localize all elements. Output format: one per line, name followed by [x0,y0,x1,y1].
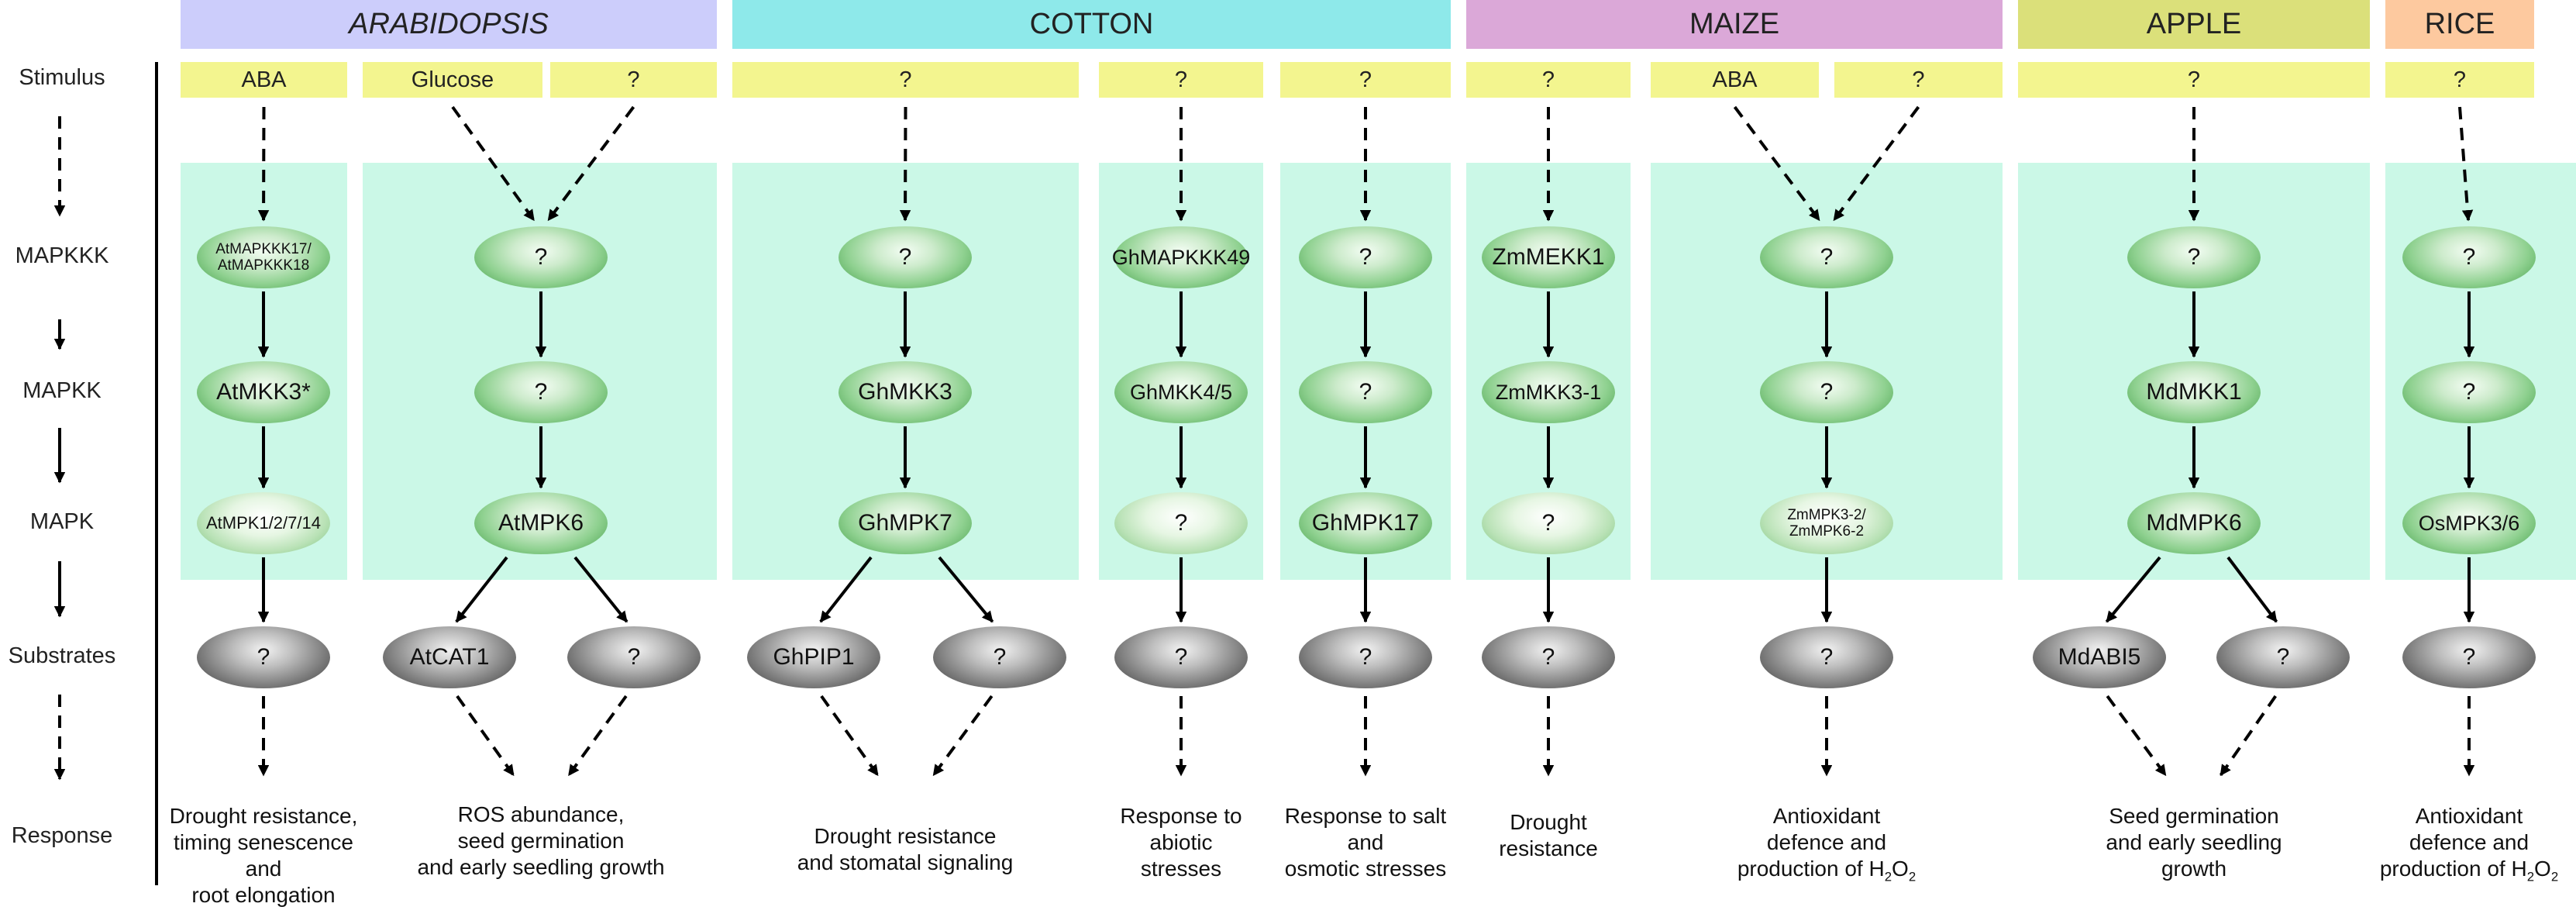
substrate-node-4-1: ? [1114,626,1248,688]
response-line: Drought resistance, [167,803,360,829]
response-line: production of H2O2 [2341,856,2576,885]
mapk-node-6: ? [1482,492,1615,554]
mapk-node-9: OsMPK3/6 [2402,492,2536,554]
mapk-node-1: AtMPK1/2/7/14 [197,492,330,554]
mapkkk-node-5: ? [1299,226,1432,288]
stimulus-arrow-8 [1735,107,1820,220]
mapkkk-node-2: ? [474,226,608,288]
response-line: production of H2O2 [1699,856,1954,885]
response-line: Antioxidant [2341,803,2576,829]
response-line: Antioxidant [1699,803,1954,829]
arrow-sub-resp-8-2 [2221,696,2276,775]
response-line: defence and [1699,829,1954,856]
response-line: and early seedling [2097,829,2291,856]
response-line: Drought resistance [777,823,1033,850]
substrate-node-8-2: ? [2216,626,2350,688]
arrow-sub-resp-8-1 [2107,696,2165,775]
response-line: seed germination [413,828,669,854]
substrate-node-3-1: GhPIP1 [747,626,880,688]
response-line: resistance [1421,836,1676,862]
mapkk-node-4: GhMKK4/5 [1114,361,1248,423]
response-line: and early seedling growth [413,854,669,881]
response-line: ROS abundance, [413,802,669,828]
substrate-node-7-1: ? [1760,626,1893,688]
substrate-node-8-1: MdABI5 [2033,626,2166,688]
mapkk-node-3: GhMKK3 [839,361,972,423]
mapk-node-3: GhMPK7 [839,492,972,554]
mapkkk-node-7: ? [1760,226,1893,288]
response-line: Seed germination [2097,803,2291,829]
response-line: defence and [2341,829,2576,856]
mapkk-node-7: ? [1760,361,1893,423]
arrow-sub-resp-2-1 [457,696,514,775]
mapkk-node-9: ? [2402,361,2536,423]
arrow-k-sub-8-2 [2228,557,2276,622]
substrate-node-9-1: ? [2402,626,2536,688]
mapk-node-5: GhMPK17 [1299,492,1432,554]
mapkk-node-1: AtMKK3* [197,361,330,423]
response-line: and stomatal signaling [777,850,1033,876]
substrate-node-1-1: ? [197,626,330,688]
arrow-k-sub-8-1 [2106,557,2160,622]
mapkkk-node-1: AtMAPKKK17/ AtMAPKKK18 [197,226,330,288]
response-line: root elongation [167,882,360,908]
arrow-k-sub-3-1 [821,557,871,622]
mapkkk-node-6: ZmMEKK1 [1482,226,1615,288]
substrate-node-5-1: ? [1299,626,1432,688]
arrow-sub-resp-3-2 [934,696,992,775]
mapkkk-node-4: GhMAPKKK49 [1114,226,1248,288]
arrow-sub-resp-3-1 [821,696,878,775]
mapkk-node-2: ? [474,361,608,423]
stimulus-arrow-2 [453,107,534,220]
response-line: growth [2097,856,2291,882]
mapkk-node-5: ? [1299,361,1432,423]
mapkkk-node-8: ? [2127,226,2261,288]
mapk-node-7: ZmMPK3-2/ ZmMPK6-2 [1760,492,1893,554]
mapk-node-4: ? [1114,492,1248,554]
substrate-node-2-2: ? [567,626,701,688]
response-line: timing senescence [167,829,360,856]
substrate-node-6-1: ? [1482,626,1615,688]
stimulus-arrow-3 [549,107,634,220]
response-line: and [167,856,360,882]
mapk-node-8: MdMPK6 [2127,492,2261,554]
mapkk-node-6: ZmMKK3-1 [1482,361,1615,423]
mapk-node-2: AtMPK6 [474,492,608,554]
arrow-k-sub-2-2 [575,557,627,622]
arrow-sub-resp-2-2 [569,696,626,775]
mapkkk-node-3: ? [839,226,972,288]
arrow-k-sub-3-2 [939,557,993,622]
stimulus-arrow-11 [2460,107,2468,220]
stimulus-arrow-9 [1834,107,1918,220]
substrate-node-3-2: ? [933,626,1066,688]
mapkk-node-8: MdMKK1 [2127,361,2261,423]
arrow-k-sub-2-1 [456,557,507,622]
response-line: Drought [1421,809,1676,836]
mapkkk-node-9: ? [2402,226,2536,288]
substrate-node-2-1: AtCAT1 [383,626,516,688]
